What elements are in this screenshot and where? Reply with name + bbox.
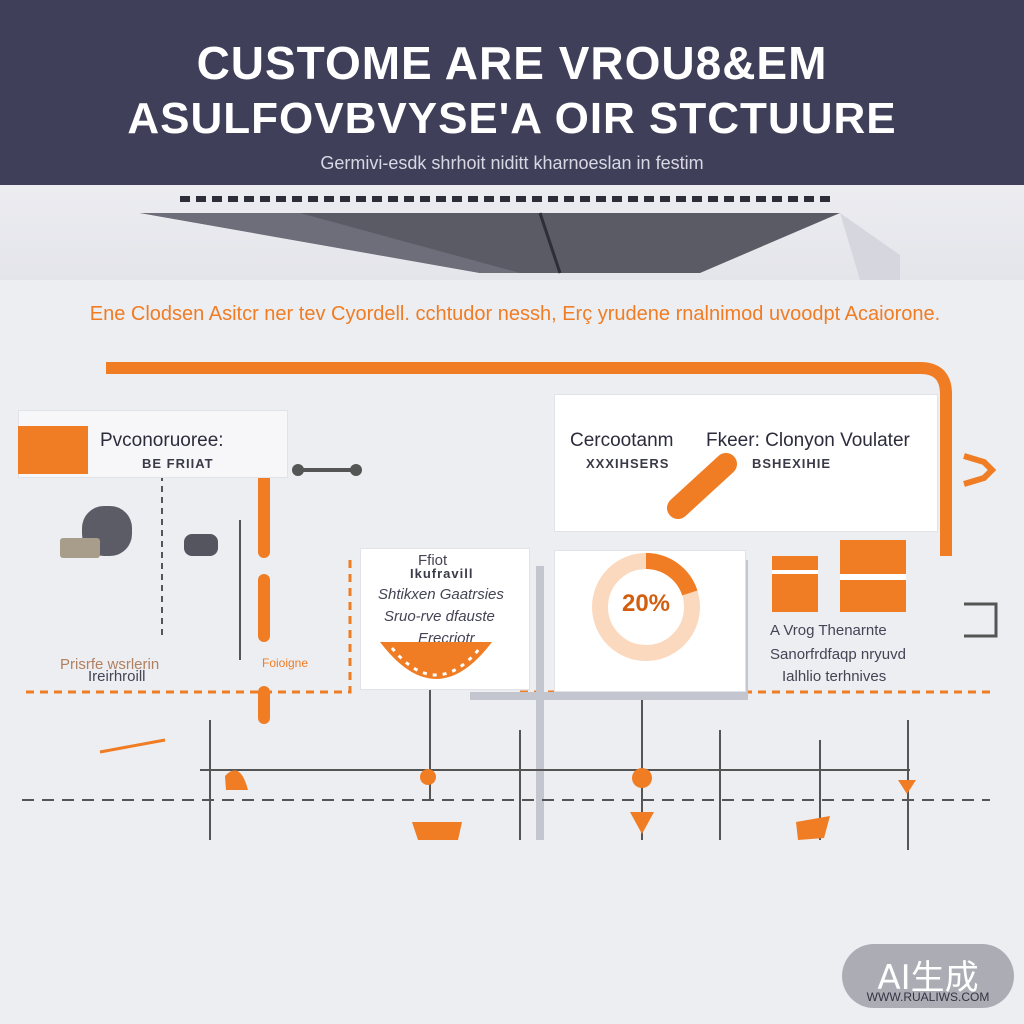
left-card-orange-block [18, 426, 88, 474]
banner-text: Ene Clodsen Asitcr ner tev Cyordell. cch… [89, 303, 941, 325]
module-icon [184, 534, 218, 556]
top-right-card-caption-left: XXXIHSERS [586, 456, 670, 471]
donut-card [554, 550, 746, 692]
page-subtitle: Germivi-esdk shrhoit niditt kharnoeslan … [320, 153, 704, 173]
donut-chart [592, 553, 700, 661]
left-lower-line1: Prisrfe wsrlerin [60, 656, 160, 673]
watermark-badge [842, 944, 1014, 1008]
header-banner [0, 0, 1024, 185]
top-right-card [554, 394, 938, 532]
left-lower-line2: Ireirhroill [88, 668, 146, 685]
right-block-stripe [772, 570, 818, 574]
right-text-line1: A Vrog Thenarnte [770, 622, 887, 639]
right-text-line3: Ialhlio terhnives [782, 668, 887, 685]
top-right-card-title-left: Cercootanm [570, 430, 674, 451]
center-note-line4: Sruo-rve dfauste [384, 608, 495, 625]
right-block-left [772, 556, 818, 612]
center-note-line2: Ikufravill [410, 566, 474, 581]
center-note-line1: Ffiot [418, 552, 448, 569]
top-right-card-title-right: Fkeer: Clonyon Voulater [706, 430, 910, 451]
top-right-card-caption-right: BSHEXIHIE [752, 456, 832, 471]
right-block-stripe2 [840, 574, 906, 580]
page-title-line2: ASULFOVBVYSE'A OIR STCTUURE [127, 94, 897, 143]
left-card-caption: BE FRIIAT [142, 456, 214, 471]
left-card-title: Pvconoruoree: [100, 430, 224, 451]
donut-label: 20% [621, 590, 671, 617]
center-note-line3: Shtikxen Gaatrsies [378, 586, 504, 603]
capsule-icon [667, 453, 737, 519]
right-text-line2: Sanorfrdfaqp nryuvd [770, 646, 906, 663]
page-title-line1: CUSTOME ARE VROU8&EM [196, 37, 828, 89]
watermark-url: WWW.RUALIWS.COM [866, 990, 990, 1004]
watermark-label: AI生成 [877, 958, 979, 998]
robot-head-icon [60, 506, 132, 558]
connector-bracket-icon [964, 602, 998, 638]
left-lower-line3: Foioigne [262, 656, 309, 670]
roof-illustration [140, 196, 900, 280]
bowl-icon [380, 642, 492, 679]
